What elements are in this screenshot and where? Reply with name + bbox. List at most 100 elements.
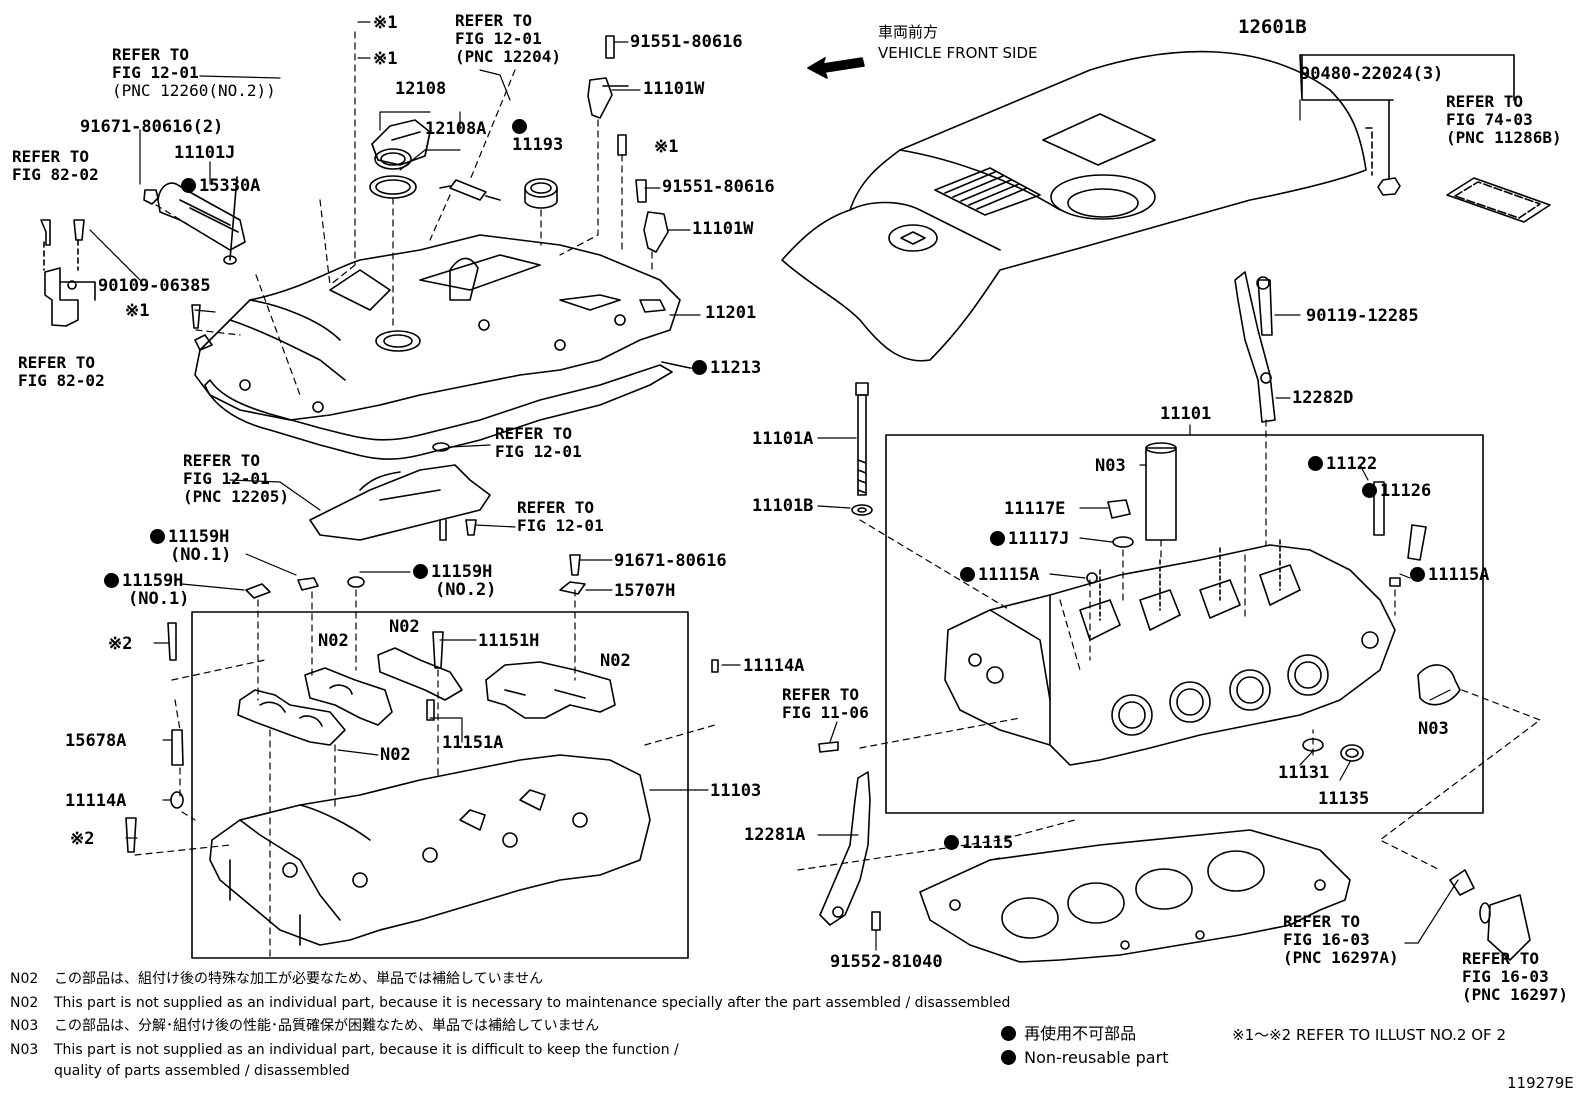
pcv-valve [439, 179, 501, 201]
legend: 再使用不可部品 Non-reusable part [1001, 1022, 1168, 1070]
callout-11117J: 11117J [990, 530, 1069, 548]
callout-11193: 11193 [512, 118, 563, 154]
callout-11115A-right: 11115A [1410, 566, 1489, 584]
bearing-cap-2 [304, 667, 393, 726]
callout-11114A-left: 11114A [65, 791, 127, 811]
legend-jp: 再使用不可部品 [1024, 1024, 1137, 1043]
callout-N03-lower: N03 [1418, 719, 1449, 739]
explode-lines-right [797, 419, 1541, 871]
legend-en: Non-reusable part [1024, 1048, 1169, 1067]
bearing-cap-3 [377, 647, 463, 701]
callout-91551-80616-top: 91551-80616 [630, 32, 743, 52]
callout-15678A: 15678A [65, 731, 127, 751]
callout-11101W-top: 11101W [643, 79, 705, 99]
explode-lines-lower [134, 589, 716, 961]
non-reusable-mark-icon [181, 178, 196, 193]
non-reusable-mark-icon [944, 835, 959, 850]
cylinder-head-box [885, 434, 1484, 814]
callout-note2-lower: ※2 [70, 829, 95, 849]
small-parts-left [125, 554, 719, 853]
callout-11115: 11115 [944, 834, 1013, 852]
non-reusable-mark-icon [512, 119, 527, 134]
non-reusable-mark-icon [1308, 456, 1323, 471]
engine-cover [781, 50, 1367, 362]
camshaft-housing-box [191, 611, 689, 959]
front-arrow-icon [807, 57, 865, 79]
illustration-reference: ※1～※2 REFER TO ILLUST NO.2 OF 2 [1232, 1026, 1506, 1044]
callout-note1-left: ※1 [125, 301, 150, 321]
callout-11122: 11122 [1308, 455, 1377, 473]
callout-N02-d: N02 [380, 745, 411, 765]
callout-11117E: 11117E [1004, 499, 1066, 519]
callout-91671-80616-2: 91671-80616(2) [80, 117, 224, 137]
callout-N02-b: N02 [389, 617, 420, 637]
callout-11213: 11213 [692, 359, 761, 377]
water-hose [1449, 869, 1531, 961]
callout-12108A: 12108A [425, 119, 487, 139]
callout-15707H: 15707H [614, 581, 676, 601]
callout-12601B: 12601B [1238, 16, 1307, 38]
non-reusable-mark-icon [104, 573, 119, 588]
non-reusable-mark-icon [150, 529, 165, 544]
callout-15330A: 15330A [181, 177, 260, 195]
cylinder-head [944, 539, 1396, 766]
callout-note1-second: ※1 [373, 49, 398, 69]
bearing-cap-4 [485, 661, 616, 719]
cylinder-head-cover [194, 234, 681, 421]
non-reusable-mark-icon [1001, 1026, 1016, 1041]
callout-11151H: 11151H [478, 631, 540, 651]
non-reusable-mark-icon [413, 564, 428, 579]
callout-90109-06385: 90109-06385 [98, 276, 211, 296]
callout-11151A: 11151A [442, 733, 504, 753]
engine-hanger-lower [819, 771, 881, 931]
vehicle-front-label: 車両前方 VEHICLE FRONT SIDE [878, 23, 1038, 62]
head-gasket [919, 829, 1351, 963]
callout-12108: 12108 [395, 79, 447, 99]
callout-12282D: 12282D [1292, 388, 1354, 408]
callout-12281A: 12281A [744, 825, 806, 845]
non-reusable-mark-icon [960, 567, 975, 582]
callout-note1-top: ※1 [373, 13, 398, 33]
callout-11201: 11201 [705, 303, 757, 323]
cam-position-sensor-upper [587, 35, 629, 119]
callout-note1-right: ※1 [654, 137, 679, 157]
bearing-cap-1 [237, 689, 346, 746]
callout-11114A-right: 11114A [743, 656, 805, 676]
callout-N02-c: N02 [600, 651, 631, 671]
callout-11101J: 11101J [174, 143, 236, 163]
callout-90480-22024: 90480-22024(3) [1300, 64, 1444, 84]
seal-11193 [524, 178, 558, 209]
callout-91551-80616-bottom: 91551-80616 [662, 177, 775, 197]
callout-11101W-bottom: 11101W [692, 219, 754, 239]
callout-11101: 11101 [1160, 404, 1212, 424]
callout-11126: 11126 [1362, 482, 1431, 500]
head-bolt [851, 382, 873, 516]
leader-lines [89, 21, 1459, 951]
non-reusable-mark-icon [1001, 1050, 1016, 1065]
wire-bracket [44, 267, 96, 327]
engine-hanger-upper [1234, 271, 1276, 423]
callout-11159H-no1-lower: 11159H(NO.1) [104, 572, 189, 608]
camshaft-housing [209, 754, 651, 946]
non-reusable-mark-icon [1362, 483, 1377, 498]
note-row: quality of parts assembled / disassemble… [54, 1063, 350, 1079]
oil-filler-cap [371, 119, 431, 170]
head-cover-gasket [204, 361, 691, 460]
filler-cap-gasket [369, 175, 417, 199]
